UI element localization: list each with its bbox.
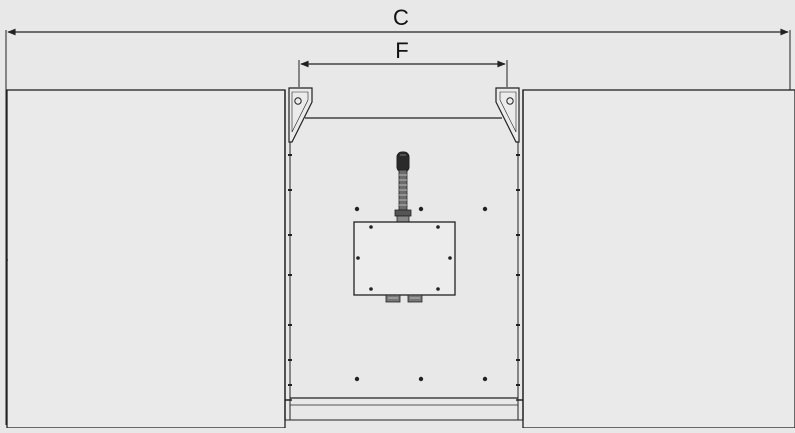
bottom-cable-gland-left (385, 294, 401, 303)
right-side-panel (522, 89, 795, 429)
cable-gland (394, 209, 412, 217)
center-housing (284, 90, 524, 421)
junction-box-cover (353, 221, 456, 296)
left-lifting-bracket (288, 87, 313, 143)
junction-box (353, 221, 456, 303)
right-lifting-bracket (495, 87, 520, 143)
right-lifting-eye (506, 97, 514, 105)
left-side-panel (6, 89, 286, 429)
mounting-holes (354, 206, 488, 382)
bottom-cable-gland-right (407, 294, 423, 303)
cable-gland-assembly (394, 151, 412, 223)
dimension-label-c: C (393, 5, 409, 30)
dimension-label-f: F (395, 38, 408, 63)
left-lifting-eye (294, 97, 302, 105)
dimension-f: F (298, 38, 508, 87)
